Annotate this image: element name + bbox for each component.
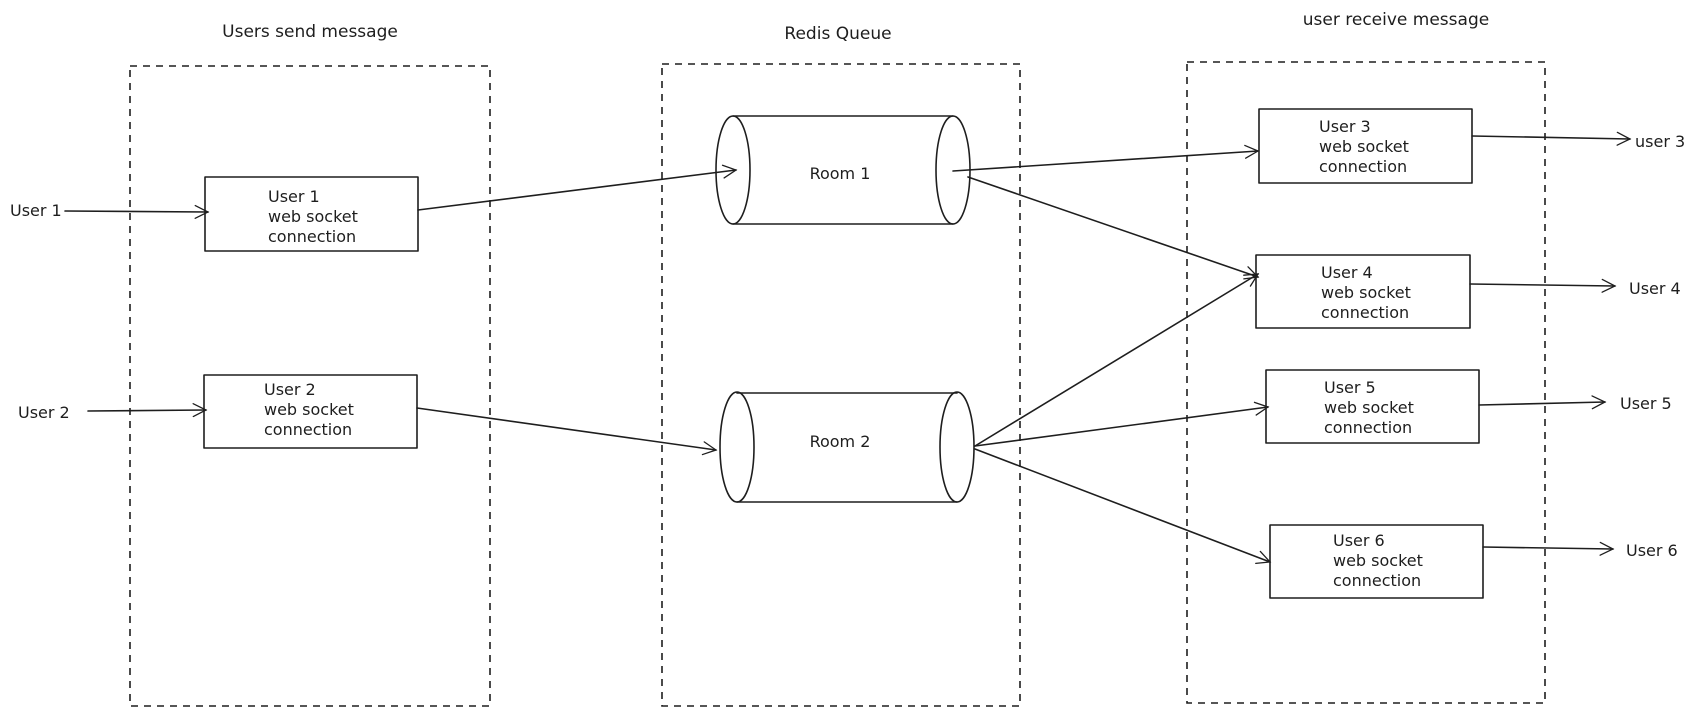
- arrow-room-2-to-user-6: [974, 448, 1272, 565]
- arrow-box-4-to-output: [1469, 278, 1617, 293]
- receiver-box-label: connection: [1333, 571, 1421, 590]
- sender-box-label: connection: [264, 420, 352, 439]
- receiver-box-label: User 6: [1333, 531, 1385, 550]
- receiver-box-user-5: User 5 web socket connection: [1265, 369, 1480, 444]
- receiver-box-label: User 5: [1324, 378, 1376, 397]
- input-user-1-label: User 1: [10, 201, 62, 220]
- receiver-box-user-6: User 6 web socket connection: [1269, 524, 1484, 599]
- sender-box-label: connection: [268, 227, 356, 246]
- output-user-6-label: User 6: [1626, 541, 1678, 560]
- receiver-box-label: web socket: [1319, 137, 1409, 156]
- sender-box-label: web socket: [268, 207, 358, 226]
- room-2-queue: Room 2: [719, 391, 975, 503]
- arrow-box-5-to-output: [1478, 395, 1607, 410]
- receivers-container: [1186, 61, 1546, 704]
- receiver-box-label: User 3: [1319, 117, 1371, 136]
- sender-box-user-1: User 1 web socket connection: [204, 176, 419, 252]
- arrow-room-1-to-user-4: [967, 176, 1260, 280]
- queue-container: [661, 63, 1021, 707]
- queue-section-title: Redis Queue: [784, 24, 891, 44]
- sender-box-label: User 2: [264, 380, 316, 399]
- arrow-room-2-to-user-4: [974, 273, 1260, 447]
- arrow-user-2-to-box: [87, 403, 208, 418]
- input-user-2-label: User 2: [18, 403, 70, 422]
- arrow-box-6-to-output: [1482, 541, 1615, 556]
- room-1-label: Room 1: [810, 164, 871, 183]
- sender-box-user-2: User 2 web socket connection: [203, 374, 418, 449]
- senders-container: [129, 65, 491, 707]
- receiver-box-label: web socket: [1333, 551, 1423, 570]
- receiver-box-user-4: User 4 web socket connection: [1255, 254, 1471, 329]
- receivers-section-title: user receive message: [1303, 10, 1489, 30]
- arrow-box-3-to-output: [1471, 131, 1632, 146]
- arrow-box-1-to-room-1: [417, 164, 738, 211]
- receiver-box-label: connection: [1321, 303, 1409, 322]
- room-2-label: Room 2: [810, 432, 871, 451]
- output-user-4-label: User 4: [1629, 279, 1681, 298]
- arrow-box-2-to-room-2: [416, 407, 718, 456]
- receiver-box-label: User 4: [1321, 263, 1373, 282]
- output-user-5-label: User 5: [1620, 394, 1672, 413]
- receiver-box-label: connection: [1324, 418, 1412, 437]
- arrow-user-1-to-box: [64, 204, 210, 219]
- receiver-box-user-3: User 3 web socket connection: [1258, 108, 1473, 184]
- arrow-room-2-to-user-5: [974, 401, 1270, 447]
- senders-section-title: Users send message: [222, 22, 398, 42]
- output-user-3-label: user 3: [1635, 132, 1685, 151]
- arrow-room-1-to-user-3: [952, 144, 1260, 172]
- sender-box-label: web socket: [264, 400, 354, 419]
- receiver-box-label: web socket: [1321, 283, 1411, 302]
- room-1-queue: Room 1: [715, 115, 971, 225]
- sender-box-label: User 1: [268, 187, 320, 206]
- receiver-box-label: connection: [1319, 157, 1407, 176]
- receiver-box-label: web socket: [1324, 398, 1414, 417]
